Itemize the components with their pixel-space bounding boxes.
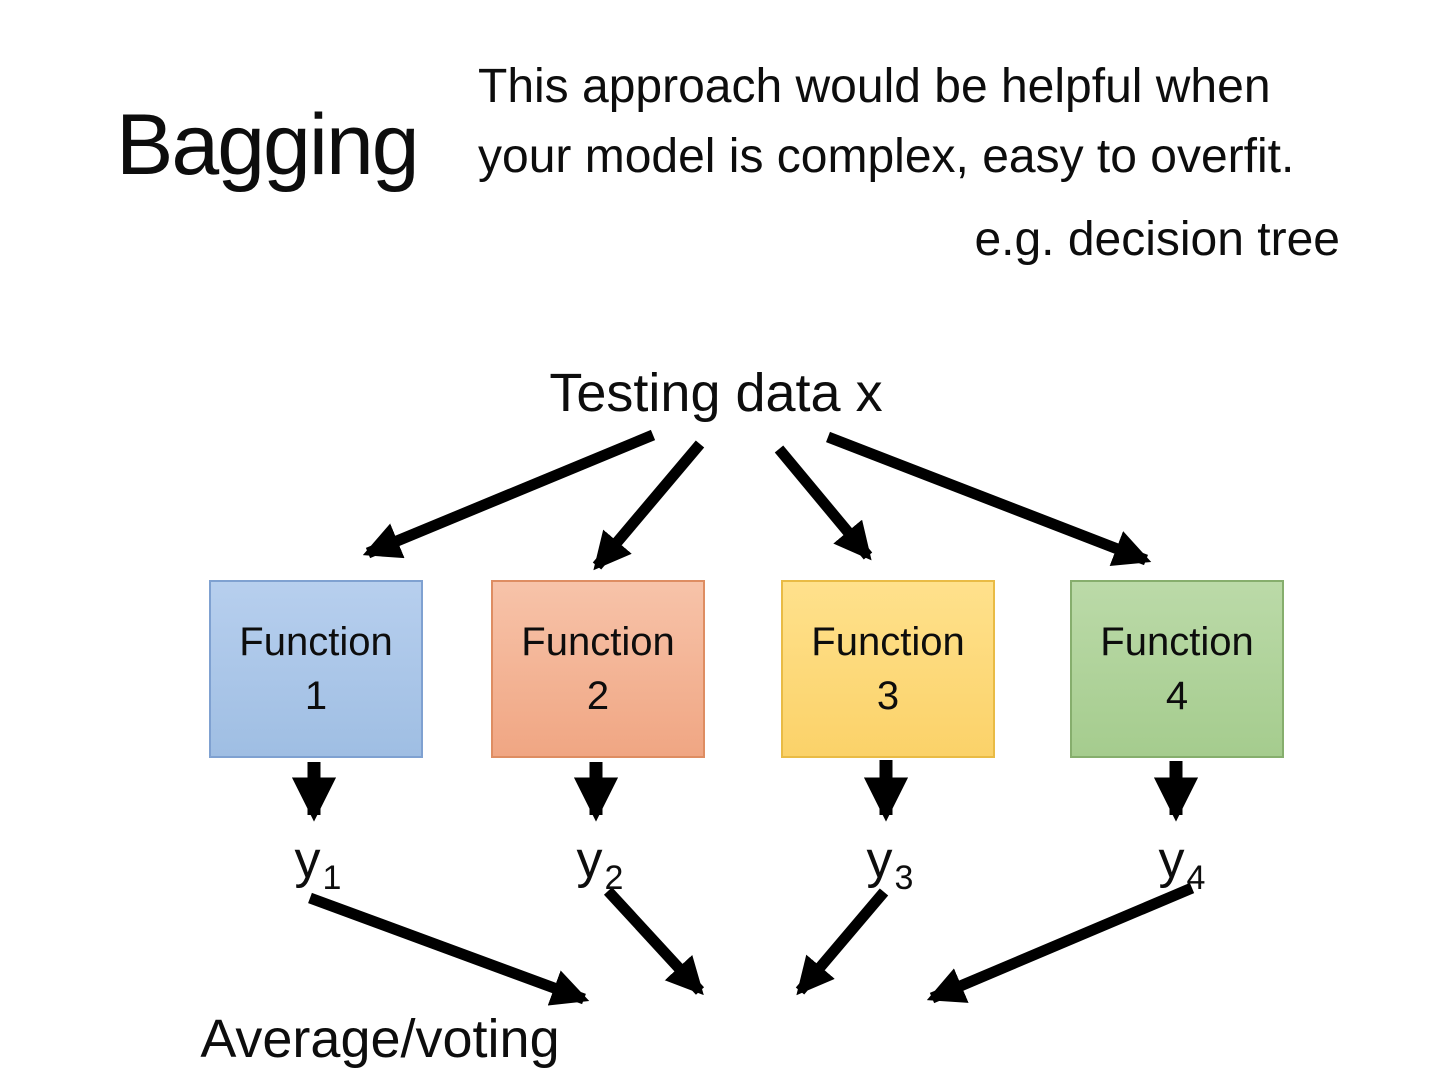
output-y4-label: y4	[1158, 831, 1206, 897]
arrow-y2-to-average	[603, 887, 705, 996]
note-text: This approach would be helpful when your…	[478, 52, 1378, 192]
note-line-1: This approach would be helpful when	[478, 60, 1271, 113]
aggregate-label: Average/voting	[200, 1009, 560, 1069]
arrow-input-to-function-2	[592, 440, 705, 571]
function-1-box: Function 1	[209, 580, 423, 758]
function-3-word: Function	[811, 620, 965, 664]
arrow-y3-to-average	[795, 888, 889, 996]
function-1-number: 1	[304, 674, 328, 718]
function-4-box: Function 4	[1070, 580, 1284, 758]
function-2-box: Function 2	[491, 580, 705, 758]
function-3-box: Function 3	[781, 580, 995, 758]
function-2-word: Function	[521, 620, 675, 664]
output-y3-label: y3	[866, 831, 914, 897]
output-y1-label: y1	[294, 831, 342, 897]
function-4-number: 4	[1165, 674, 1189, 718]
arrow-y1-to-average	[308, 892, 590, 1006]
arrow-y4-to-average	[926, 882, 1195, 1004]
function-1-word: Function	[239, 620, 393, 664]
example-text: e.g. decision tree	[974, 213, 1340, 266]
slide-title: Bagging	[116, 97, 420, 193]
function-4-word: Function	[1100, 620, 1254, 664]
input-data-label: Testing data x	[549, 363, 883, 423]
arrow-input-to-function-4	[826, 431, 1152, 566]
function-2-number: 2	[586, 674, 610, 718]
output-y2-label: y2	[576, 831, 624, 897]
note-line-2: your model is complex, easy to overfit.	[478, 130, 1295, 183]
function-3-number: 3	[876, 674, 900, 718]
arrow-input-to-function-3	[774, 445, 873, 561]
arrow-input-to-function-1	[362, 429, 656, 559]
